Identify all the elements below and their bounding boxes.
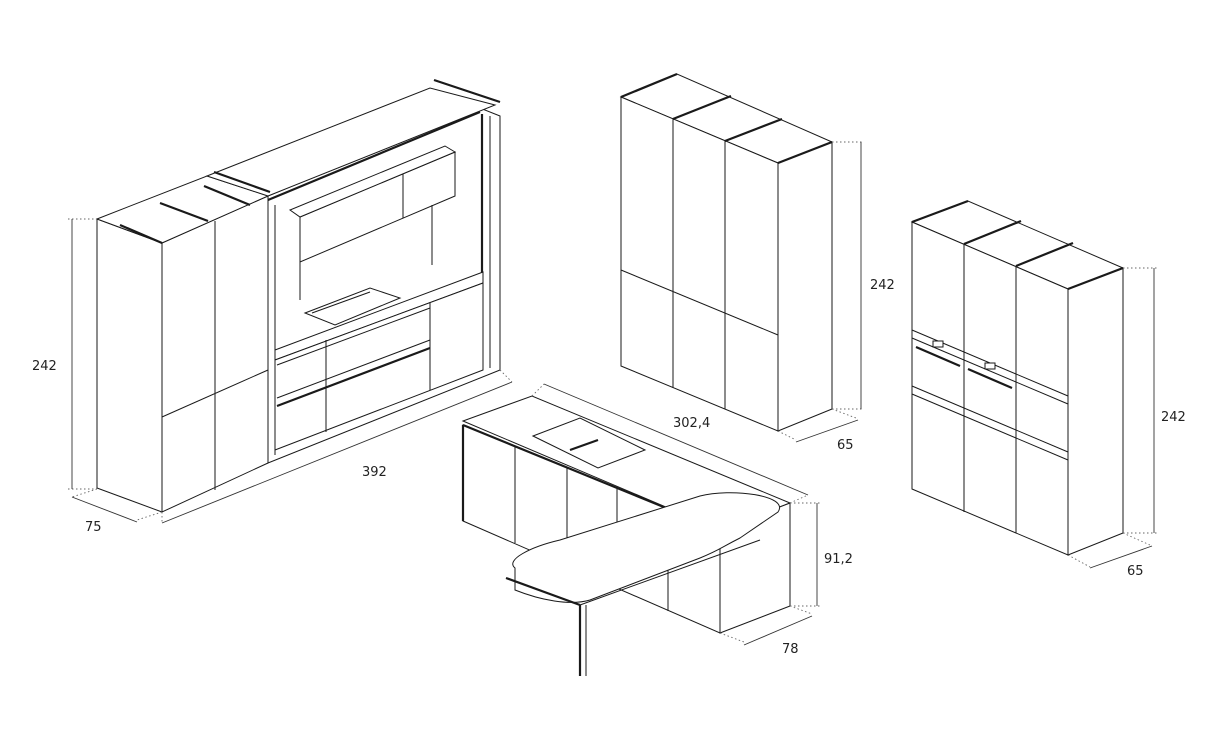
- tall-left-depth-label: 75: [85, 520, 102, 535]
- left-tall-column-unit: [95, 175, 270, 513]
- right-tall-dimensions: 242 65: [1067, 267, 1186, 579]
- right-tall-height-label: 242: [1161, 410, 1186, 425]
- island-unit: [461, 395, 792, 676]
- center-tall-height-label: 242: [870, 278, 895, 293]
- right-tall-depth-label: 65: [1127, 564, 1144, 579]
- left-open-niche-unit: [205, 78, 501, 464]
- island-length-label: 302,4: [673, 416, 710, 431]
- island-depth-label: 78: [782, 642, 799, 657]
- left-dimensions: 242 75 392: [32, 218, 513, 535]
- right-tall-unit: [910, 199, 1125, 556]
- tall-left-height-label: 242: [32, 359, 57, 374]
- island-dimensions: 302,4 91,2 78: [531, 383, 853, 657]
- left-run-width-label: 392: [362, 465, 387, 480]
- center-tall-depth-label: 65: [837, 438, 854, 453]
- center-tall-unit: [619, 72, 834, 432]
- center-tall-dimensions: 242 65: [777, 141, 895, 453]
- island-height-label: 91,2: [824, 552, 853, 567]
